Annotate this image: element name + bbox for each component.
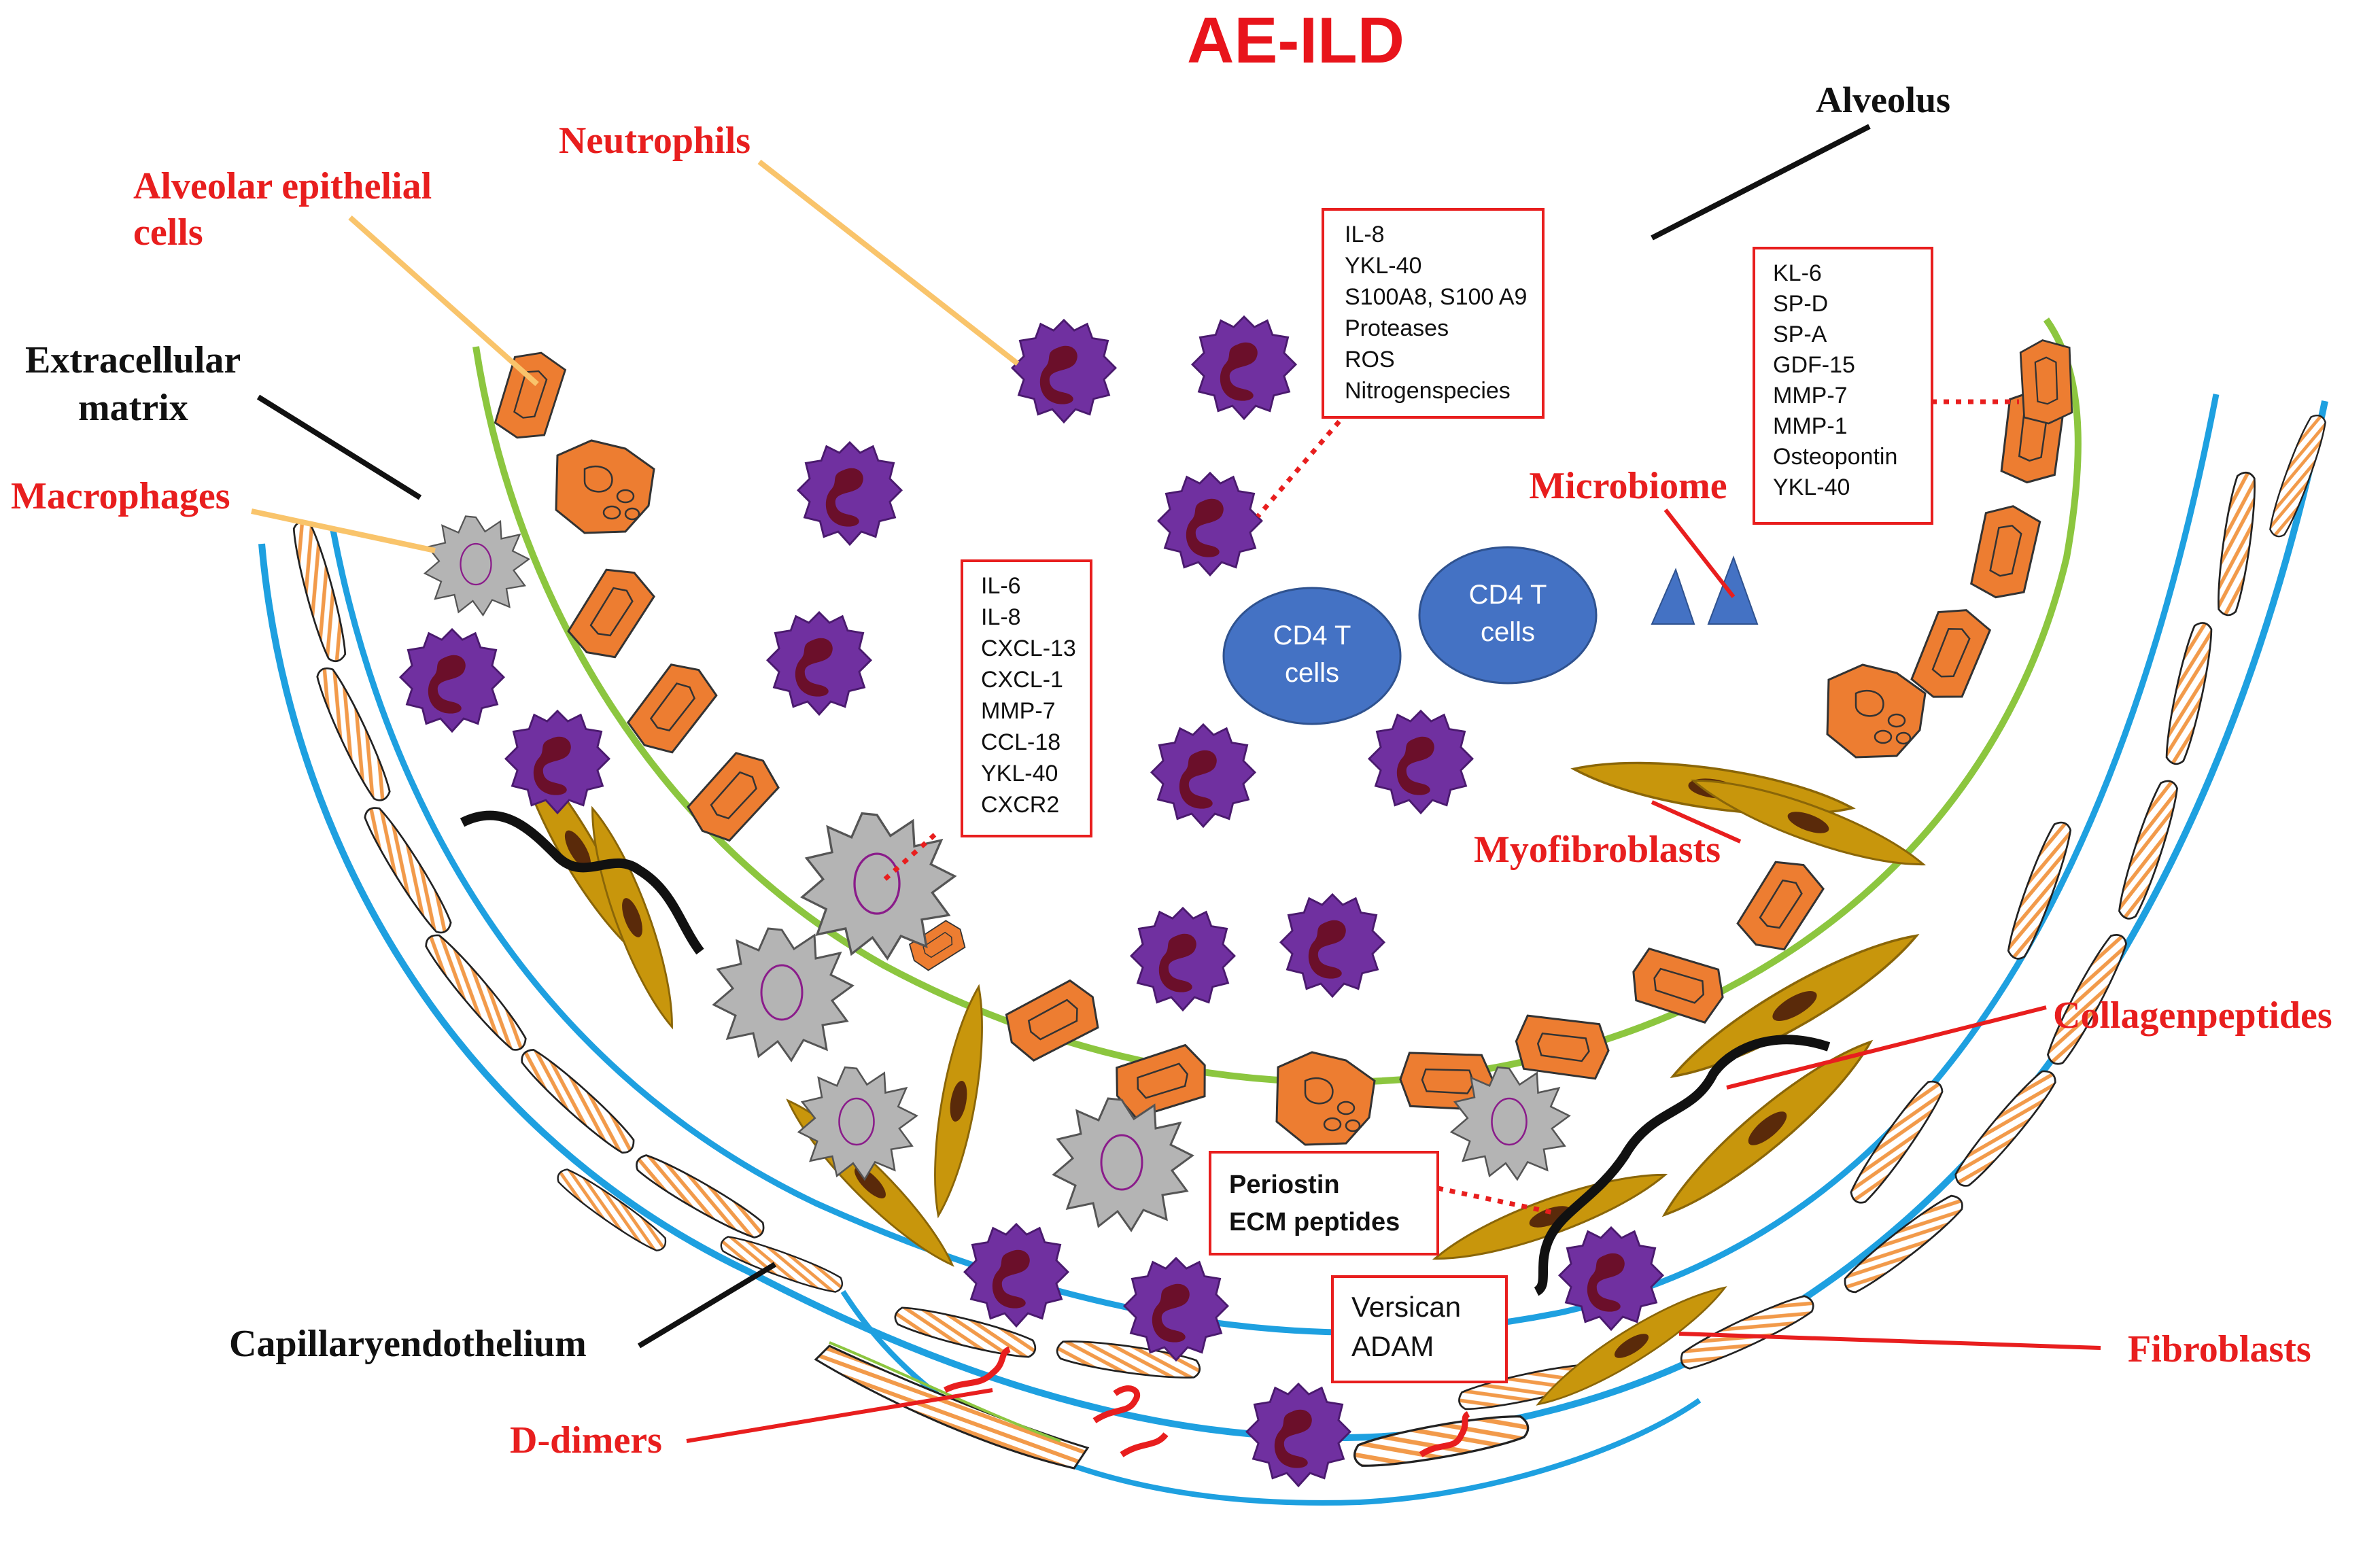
macrophage-marker: CXCR2 bbox=[981, 792, 1059, 818]
endothelial-cells bbox=[287, 411, 2332, 1474]
label-capillaryendothelium: Capillaryendothelium bbox=[229, 1323, 587, 1365]
epithelial-marker: KL-6 bbox=[1773, 260, 1822, 286]
epithelial-marker: GDF-15 bbox=[1773, 352, 1855, 378]
macrophage-marker: IL-8 bbox=[981, 604, 1021, 630]
label-neutrophils: Neutrophils bbox=[559, 120, 751, 162]
label-extracellular-1: Extracellular bbox=[25, 339, 241, 381]
label-alveolus: Alveolus bbox=[1816, 80, 1950, 120]
cd4-t-cell-2-line1: CD4 T bbox=[1469, 580, 1547, 610]
neutrophil-marker: IL-8 bbox=[1345, 222, 1385, 247]
neutrophil-marker: Nitrogenspecies bbox=[1345, 378, 1511, 404]
neutrophil-marker: ROS bbox=[1345, 347, 1395, 373]
cd4-t-cell-1-line1: CD4 T bbox=[1273, 621, 1351, 651]
dotted-connectors bbox=[882, 399, 2019, 1216]
epithelial-marker: MMP-7 bbox=[1773, 383, 1848, 409]
microbiome-triangles bbox=[1651, 555, 1759, 625]
cd4-t-cell-2: CD4 T cells bbox=[1418, 546, 1598, 685]
ecm-marker: Periostin bbox=[1229, 1171, 1340, 1199]
macrophage-marker: MMP-7 bbox=[981, 698, 1056, 724]
macrophage-marker: CXCL-1 bbox=[981, 667, 1063, 693]
diagram-title: AE-ILD bbox=[1187, 4, 1404, 77]
cd4-t-cell-2-line2: cells bbox=[1481, 617, 1535, 647]
endothelial-markers-box: Versican ADAM bbox=[1331, 1275, 1508, 1383]
ecm-markers-box: Periostin ECM peptides bbox=[1209, 1151, 1439, 1256]
ecm-marker: ECM peptides bbox=[1229, 1208, 1400, 1236]
label-d-dimers: D-dimers bbox=[510, 1419, 662, 1461]
pointer-lines bbox=[251, 124, 2101, 1443]
label-collagenpeptides: Collagenpeptides bbox=[2053, 994, 2332, 1037]
macrophage-marker: YKL-40 bbox=[981, 761, 1058, 786]
cd4-t-cell-1: CD4 T cells bbox=[1222, 587, 1402, 725]
epithelial-marker: SP-A bbox=[1773, 322, 1827, 347]
epithelial-markers-box: KL-6 SP-D SP-A GDF-15 MMP-7 MMP-1 Osteop… bbox=[1753, 247, 1933, 525]
macrophage-marker: CCL-18 bbox=[981, 729, 1060, 755]
epithelial-marker: SP-D bbox=[1773, 291, 1828, 317]
collagen-fibers bbox=[460, 810, 1831, 1296]
labels: Alveolus Neutrophils Alveolar epithelial… bbox=[11, 80, 2332, 1461]
macrophage-markers-box: IL-6 IL-8 CXCL-13 CXCL-1 MMP-7 CCL-18 YK… bbox=[961, 559, 1092, 837]
label-fibroblasts: Fibroblasts bbox=[2128, 1328, 2311, 1370]
label-microbiome: Microbiome bbox=[1529, 465, 1727, 507]
epithelial-marker: MMP-1 bbox=[1773, 413, 1848, 439]
neutrophil-marker: YKL-40 bbox=[1345, 253, 1421, 279]
endothelial-marker: Versican bbox=[1351, 1291, 1461, 1323]
label-extracellular-2: matrix bbox=[78, 387, 188, 429]
macrophage-marker: IL-6 bbox=[981, 573, 1021, 599]
label-alveolar-epithelial-2: cells bbox=[133, 211, 203, 254]
neutrophil-markers-box: IL-8 YKL-40 S100A8, S100 A9 Proteases RO… bbox=[1322, 208, 1545, 419]
d-dimer-squiggles bbox=[943, 1346, 1470, 1457]
label-alveolar-epithelial-1: Alveolar epithelial bbox=[133, 165, 432, 207]
neutrophil-marker: S100A8, S100 A9 bbox=[1345, 284, 1527, 310]
epithelial-marker: YKL-40 bbox=[1773, 474, 1850, 500]
macrophage-marker: CXCL-13 bbox=[981, 636, 1076, 661]
epithelial-marker: Osteopontin bbox=[1773, 444, 1897, 470]
label-myofibroblasts: Myofibroblasts bbox=[1474, 829, 1721, 871]
endothelial-marker: ADAM bbox=[1351, 1330, 1434, 1362]
neutrophil-marker: Proteases bbox=[1345, 315, 1449, 341]
cd4-t-cell-1-line2: cells bbox=[1285, 658, 1339, 688]
label-macrophages: Macrophages bbox=[11, 475, 230, 517]
